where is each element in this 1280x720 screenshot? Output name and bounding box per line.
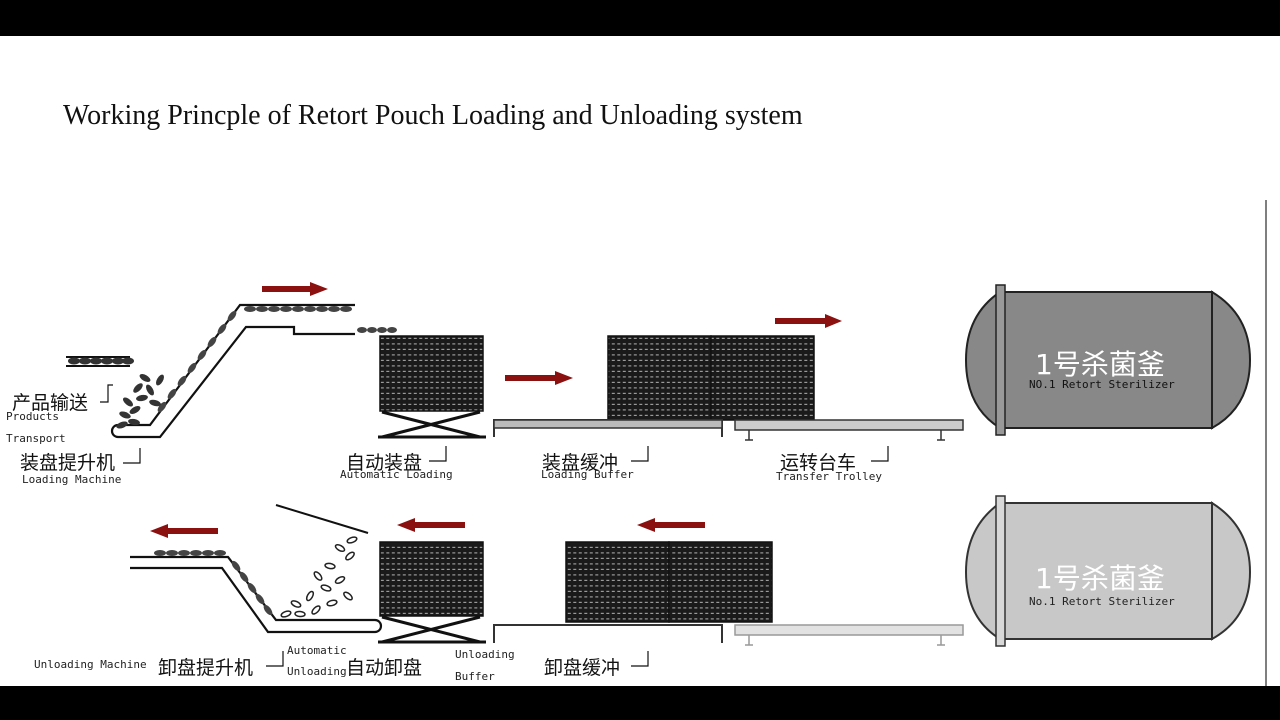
label-unloading-machine-cn: 卸盘提升机 xyxy=(158,657,254,679)
label-automatic-unloading-en-1: Automatic xyxy=(287,644,347,657)
label-loading-buffer-en: Loading Buffer xyxy=(541,468,634,481)
label-products-transport-en-2: Transport xyxy=(6,432,66,445)
label-automatic-loading-en: Automatic Loading xyxy=(340,468,453,481)
label-automatic-unloading-en-2: Unloading xyxy=(287,665,347,678)
flow-arrow-5 xyxy=(397,518,465,532)
label-loading-buffer-cn: 装盘缓冲 xyxy=(542,452,619,474)
label-unloading-buffer-en-2: Buffer xyxy=(455,670,495,683)
label-transfer-trolley-en: Transfer Trolley xyxy=(776,470,882,483)
page-title: Working Princple of Retort Pouch Loading… xyxy=(63,100,803,131)
label-loading-machine-en: Loading Machine xyxy=(22,473,122,486)
loading-elevator xyxy=(110,303,397,439)
flow-arrow-6 xyxy=(637,518,705,532)
label-products-transport-en-1: Products xyxy=(6,410,59,423)
label-vessel-top-en: NO.1 Retort Sterilizer xyxy=(1029,378,1175,391)
flow-arrow-3 xyxy=(775,314,842,328)
label-products-transport-cn: 产品输送 xyxy=(12,392,89,414)
loading-buffer xyxy=(493,335,815,437)
label-vessel-top-cn: 1号杀菌釜 xyxy=(1035,348,1165,381)
leader-lines xyxy=(100,384,889,667)
flow-arrow-2 xyxy=(505,371,573,385)
label-vessel-bottom-cn: 1号杀菌釜 xyxy=(1035,562,1165,595)
products-transport-conveyor xyxy=(66,356,134,367)
label-transfer-trolley-cn: 运转台车 xyxy=(780,452,857,474)
retort-sterilizer-bottom xyxy=(964,495,1252,647)
label-automatic-unloading-cn: 自动卸盘 xyxy=(346,657,423,679)
unloading-buffer xyxy=(493,541,773,643)
automatic-loading-station xyxy=(378,335,486,439)
flow-arrow-4 xyxy=(150,524,218,538)
automatic-unloading-station xyxy=(378,541,486,644)
retort-sterilizer-top xyxy=(964,284,1252,436)
label-unloading-buffer-en-1: Unloading xyxy=(455,648,515,661)
label-vessel-bottom-en: No.1 Retort Sterilizer xyxy=(1029,595,1175,608)
label-unloading-machine-en: Unloading Machine xyxy=(34,658,147,671)
transfer-trolley xyxy=(734,419,964,441)
label-unloading-buffer-cn: 卸盘缓冲 xyxy=(544,657,621,679)
transfer-trolley-bottom xyxy=(734,624,964,646)
flow-arrow-1 xyxy=(262,282,328,296)
label-automatic-loading-cn: 自动装盘 xyxy=(346,452,423,474)
unloading-elevator xyxy=(130,504,383,634)
label-loading-machine-cn: 装盘提升机 xyxy=(20,452,116,474)
